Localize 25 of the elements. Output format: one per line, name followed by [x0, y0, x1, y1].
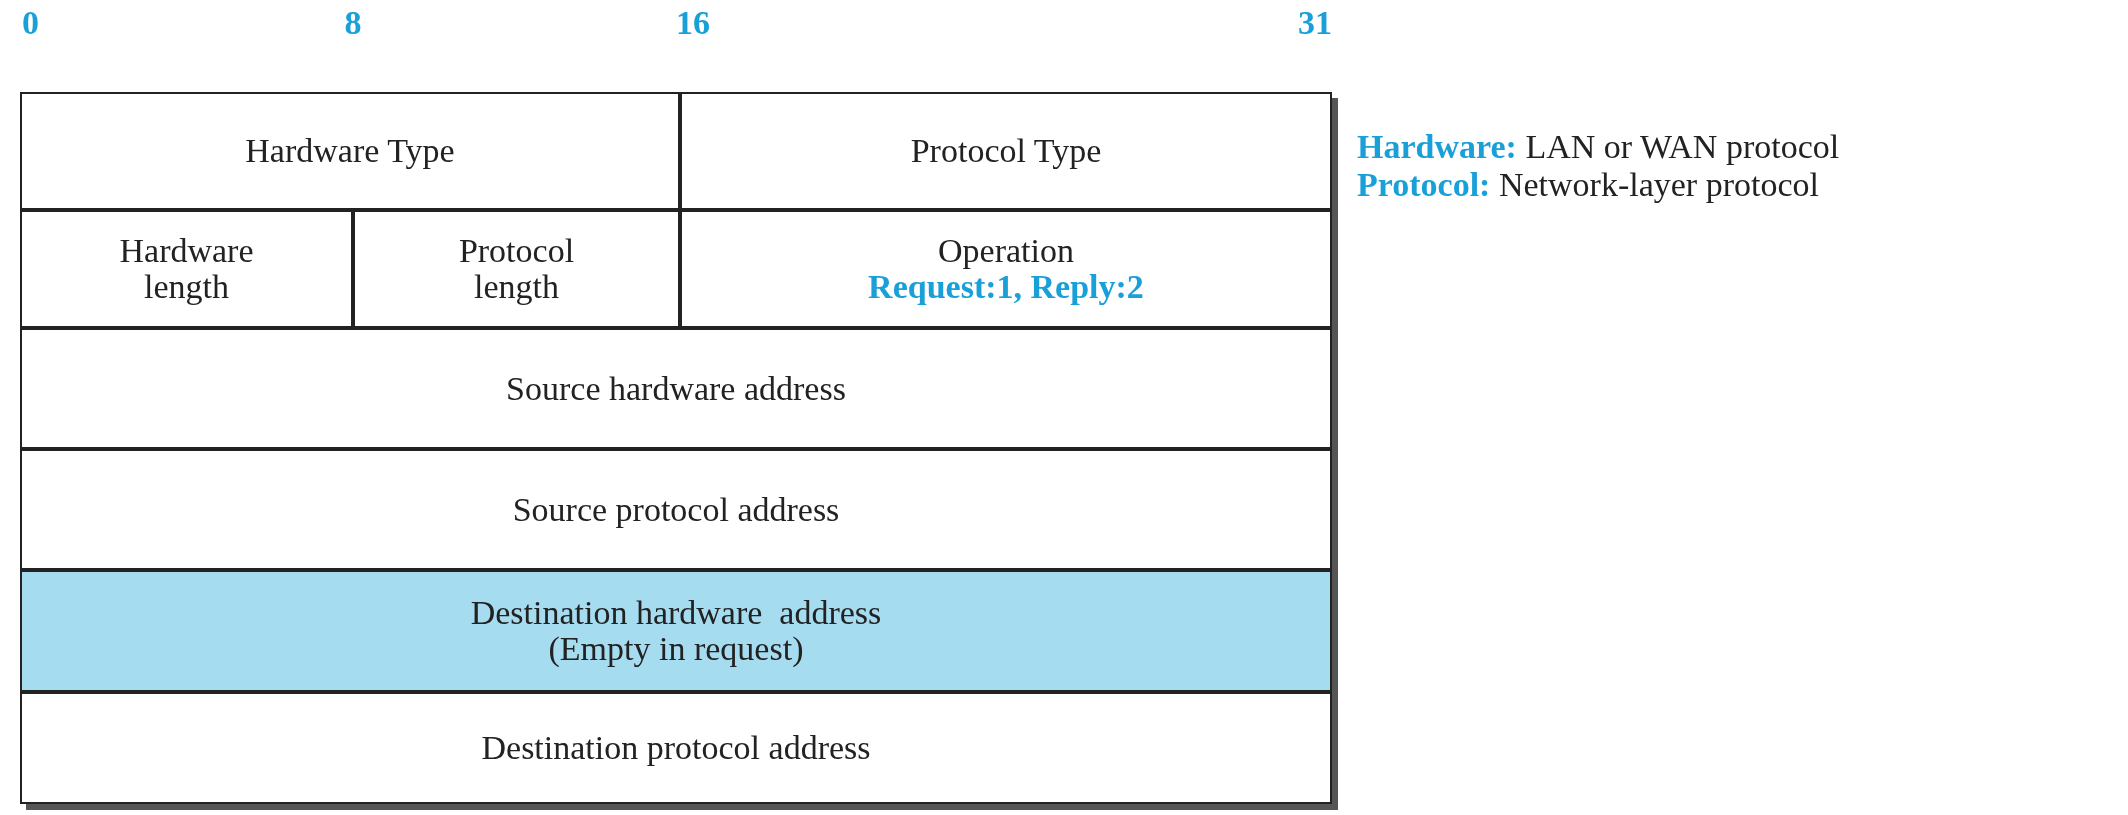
bit-position-label: 31	[1298, 4, 1332, 42]
field-name: Destination hardware address	[470, 595, 882, 631]
field-name: Protocol Type	[910, 133, 1102, 169]
note-text: Hardware: LAN or WAN protocol	[1357, 128, 1840, 166]
field-name: Operation	[938, 233, 1074, 269]
bit-position-label: 0	[22, 4, 39, 42]
field-name: Hardware length	[118, 233, 255, 305]
field-cell	[680, 210, 1332, 328]
field-name: Source protocol address	[512, 491, 840, 528]
field-name: Source hardware address	[506, 370, 846, 407]
bit-position-label: 8	[344, 4, 362, 42]
field-cell	[20, 449, 1332, 570]
field-note: Request:1, Reply:2	[868, 269, 1144, 305]
field-cell	[20, 328, 1332, 449]
highlighted-field-cell	[20, 570, 1332, 692]
note-text: Protocol: Network-layer protocol	[1357, 166, 1819, 204]
field-cell	[20, 92, 680, 210]
field-name: Protocol length	[457, 233, 576, 305]
field-name: Hardware Type	[245, 133, 455, 169]
bit-position-label: 16	[676, 4, 710, 42]
field-cell	[20, 210, 353, 328]
field-note: (Empty in request)	[548, 631, 804, 667]
field-cell	[353, 210, 680, 328]
field-name: Destination protocol address	[481, 730, 871, 766]
field-cell	[680, 92, 1332, 210]
